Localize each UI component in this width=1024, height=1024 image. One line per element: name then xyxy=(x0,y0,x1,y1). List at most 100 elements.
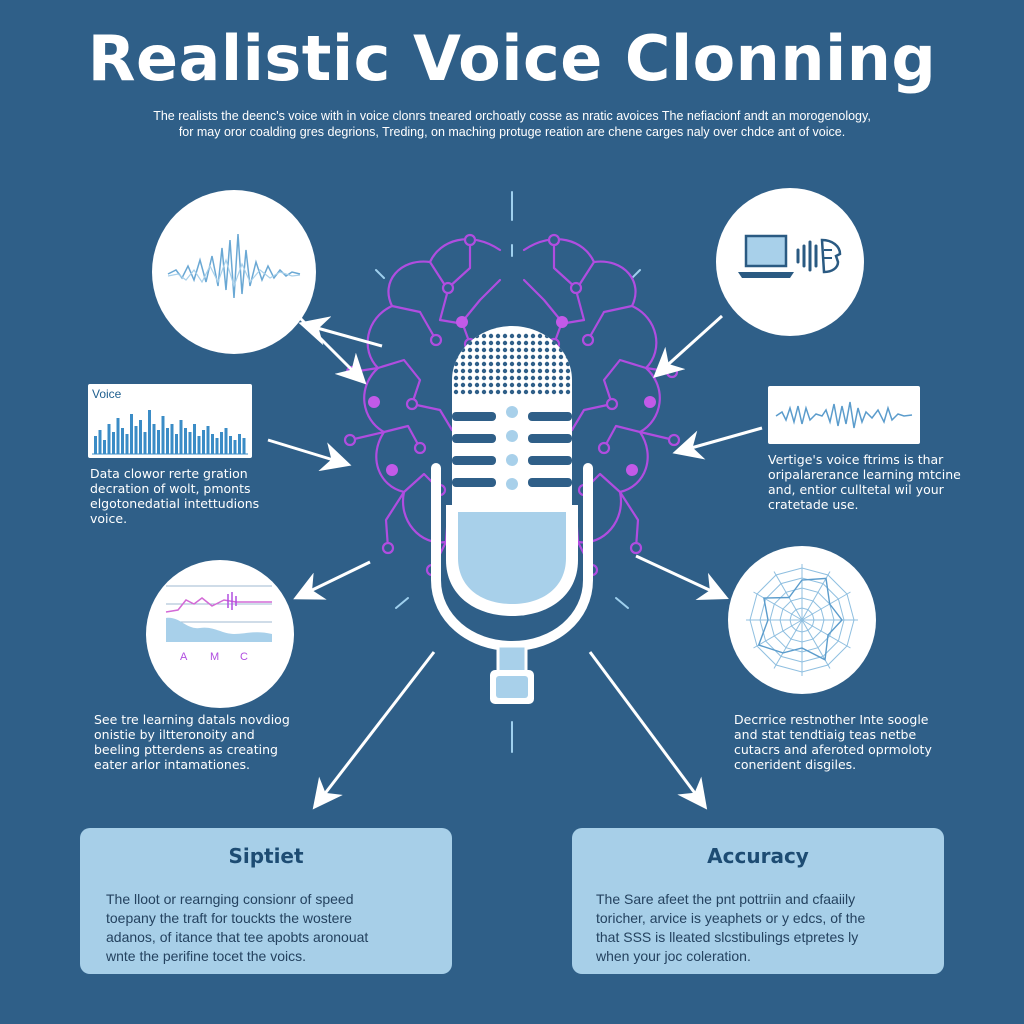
spectrum-bar xyxy=(125,434,129,454)
radar-spoke xyxy=(773,571,803,621)
laptop-circle xyxy=(716,188,864,336)
grille-dot xyxy=(481,354,487,360)
spectrum-bar xyxy=(157,430,160,454)
tick-marks xyxy=(375,191,641,753)
spectrum-bar xyxy=(193,424,196,454)
grille-dot xyxy=(467,375,473,381)
spectrum-bar xyxy=(242,438,246,454)
grille-dot xyxy=(453,340,459,346)
grille-dot xyxy=(467,368,473,374)
grille-dot xyxy=(530,333,536,339)
spectrum-bar xyxy=(188,432,192,454)
grille-dot xyxy=(481,333,487,339)
left-text-upper: Data clowor rerte gration decration of w… xyxy=(90,466,280,526)
grille-dot xyxy=(558,375,564,381)
text-line: The Sare afeet the pnt pottriin and cfaa… xyxy=(596,891,856,907)
grille-dot xyxy=(537,382,543,388)
grille-dot xyxy=(530,340,536,346)
grille-dot xyxy=(467,382,473,388)
grille-dot xyxy=(558,354,564,360)
text-line: that SSS is lleated slcstibulings etpret… xyxy=(596,929,859,945)
grille-dot xyxy=(502,347,508,353)
grille-dot xyxy=(460,389,466,395)
grille-dot xyxy=(495,389,501,395)
grille-dot xyxy=(488,340,494,346)
arrow-tails xyxy=(298,316,383,348)
grille-dot xyxy=(551,354,557,360)
spectrum-bar xyxy=(238,434,241,454)
spectrum-bar xyxy=(107,424,111,454)
grille-dot xyxy=(565,354,571,360)
grille-dot xyxy=(509,347,515,353)
grille-dot xyxy=(537,361,543,367)
text-line: decration of wolt, pmonts xyxy=(90,481,251,496)
radar-spoke xyxy=(773,619,803,669)
spectrum-bar xyxy=(202,430,205,454)
text-line: cutacrs and aferoted oprmoloty xyxy=(734,742,932,757)
right-text-lower: Decrrice restnother Inte soogle and stat… xyxy=(734,712,954,772)
grille-dot xyxy=(558,389,564,395)
grille-dot xyxy=(495,333,501,339)
spectrum-bar xyxy=(121,428,124,454)
page-subtitle: The realists the deenc's voice with in v… xyxy=(70,108,954,140)
grille-dot xyxy=(502,340,508,346)
grille-dot xyxy=(558,347,564,353)
chart-tick-label: C xyxy=(240,651,248,663)
grille-dot xyxy=(537,333,543,339)
grille-dot xyxy=(523,333,529,339)
grille-dot xyxy=(544,389,550,395)
grille-dot xyxy=(558,361,564,367)
grille-dot xyxy=(488,333,494,339)
grille-dot xyxy=(544,368,550,374)
radar-web-icon xyxy=(746,564,858,676)
radar-spoke xyxy=(753,619,803,649)
grille-dot xyxy=(453,333,459,339)
spectrum-bar xyxy=(134,426,138,454)
grille-dot xyxy=(551,382,557,388)
grille-dot xyxy=(488,375,494,381)
grille-dot xyxy=(530,382,536,388)
grille-dot xyxy=(502,333,508,339)
grille-dot xyxy=(502,368,508,374)
text-line: The lloot or rearnging consionr of speed xyxy=(106,891,354,907)
grille-dot xyxy=(523,375,529,381)
grille-dot xyxy=(495,340,501,346)
radar-spoke xyxy=(801,571,831,621)
grille-dot xyxy=(565,368,571,374)
signal-waveform-icon xyxy=(775,401,913,429)
grille-dot xyxy=(495,347,501,353)
spectrum-bar xyxy=(229,436,232,454)
grille-dot xyxy=(488,354,494,360)
grille-dot xyxy=(558,333,564,339)
text-line: toricher, arvice is yeaphets or y edcs, … xyxy=(596,910,866,926)
bar-spectrum-icon xyxy=(92,410,248,455)
grille-dot xyxy=(516,389,522,395)
spectrum-bar xyxy=(116,418,120,454)
grille-dot xyxy=(516,354,522,360)
spectrum-bar xyxy=(161,416,165,454)
text-line: beeling ptterdens as creating xyxy=(94,742,278,757)
voice-bar-panel: Voice xyxy=(88,384,252,458)
waveform-strip-panel xyxy=(768,386,920,444)
grille-dot xyxy=(523,361,529,367)
grille-dot xyxy=(537,375,543,381)
grille-dot xyxy=(474,382,480,388)
grille-dot xyxy=(495,361,501,367)
grille-dot xyxy=(551,375,557,381)
grille-dot xyxy=(551,347,557,353)
grille-dot xyxy=(502,389,508,395)
grille-dot xyxy=(509,389,515,395)
grille-dot xyxy=(453,368,459,374)
grille-dot xyxy=(530,354,536,360)
subtitle-line: for may oror coalding gres degrions, Tre… xyxy=(178,125,846,139)
grille-dot xyxy=(488,382,494,388)
grille-dot xyxy=(481,375,487,381)
grille-dot xyxy=(523,340,529,346)
grille-dot xyxy=(509,354,515,360)
spectrum-bar xyxy=(233,440,237,454)
grille-dot xyxy=(544,361,550,367)
grille-dot xyxy=(467,347,473,353)
grille-dot xyxy=(523,382,529,388)
grille-dot xyxy=(509,375,515,381)
